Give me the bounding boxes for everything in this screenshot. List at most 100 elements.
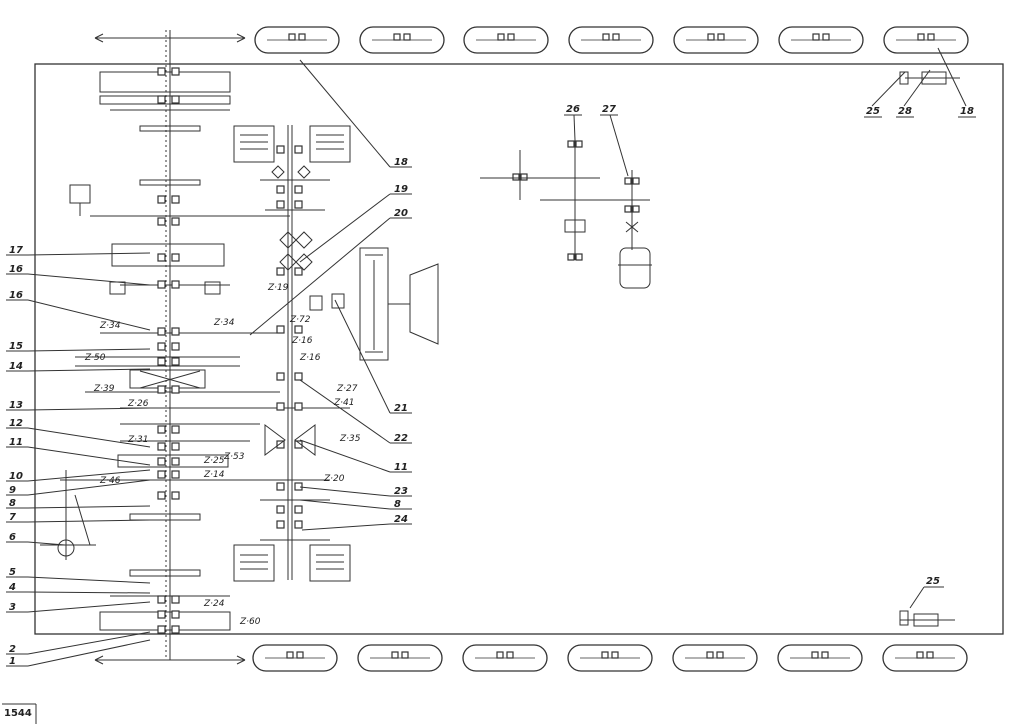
gear-teeth-label-19: Z·19 bbox=[267, 283, 289, 293]
gear-teeth-label-8: Z·35 bbox=[339, 434, 361, 444]
gear-teeth-label-3: Z·46 bbox=[99, 476, 121, 486]
sec-gear-3-b bbox=[294, 200, 303, 209]
top-roller-7 bbox=[883, 26, 969, 54]
callout-6: 6 bbox=[9, 532, 16, 543]
gear-teeth-label-4: Z·25 bbox=[203, 456, 225, 466]
top-right-mechanism bbox=[899, 71, 960, 85]
callout-12: 12 bbox=[9, 418, 23, 429]
callout-5: 5 bbox=[9, 567, 16, 578]
sec-gear-2-a bbox=[276, 185, 285, 194]
gear-15-a bbox=[157, 491, 166, 500]
gear-17-b bbox=[171, 610, 180, 619]
callout-10: 10 bbox=[9, 471, 23, 482]
callout-2: 2 bbox=[9, 644, 16, 655]
left-lever-linkage bbox=[40, 184, 96, 560]
gear-teeth-label-12: Z·27 bbox=[336, 384, 358, 394]
gear-18-a bbox=[157, 625, 166, 634]
bottom-roller-1 bbox=[252, 644, 338, 672]
gear-3-b bbox=[171, 195, 180, 204]
gear-6-a bbox=[157, 280, 166, 289]
mid-gear-3-a bbox=[624, 205, 632, 213]
sec-gear-10-a bbox=[276, 505, 285, 514]
lower-clutch-assembly bbox=[233, 499, 351, 582]
gear-teeth-label-16: Z·34 bbox=[213, 318, 235, 328]
callout-labels: 1234567891011121314151616171819202122112… bbox=[8, 104, 974, 667]
callout-14: 14 bbox=[9, 361, 23, 372]
gear-12-b bbox=[171, 442, 180, 451]
gear-teeth-label-14: Z·16 bbox=[299, 353, 321, 363]
callout-leaders bbox=[6, 47, 976, 667]
top-roller-2 bbox=[359, 26, 445, 54]
gear-13-b bbox=[171, 457, 180, 466]
callout-4: 4 bbox=[8, 582, 16, 593]
gear-teeth-label-7: Z·31 bbox=[127, 435, 148, 445]
sec-gear-4-a bbox=[276, 267, 285, 276]
callout-11-right: 11 bbox=[394, 462, 408, 473]
bottom-roller-3 bbox=[462, 644, 548, 672]
gear-14-b bbox=[171, 470, 180, 479]
gear-8-a bbox=[157, 342, 166, 351]
gear-7-a bbox=[157, 327, 166, 336]
gear-teeth-label-5: Z·14 bbox=[203, 470, 225, 480]
callout-8: 8 bbox=[9, 498, 16, 509]
gear-11-a bbox=[157, 425, 166, 434]
gear-14-a bbox=[157, 470, 166, 479]
callout-21: 21 bbox=[394, 403, 408, 414]
callout-17: 17 bbox=[9, 245, 23, 256]
mid-gear-2-a bbox=[624, 177, 632, 185]
callout-11: 11 bbox=[9, 437, 23, 448]
sec-gear-1-a bbox=[276, 145, 285, 154]
gear-5-b bbox=[171, 253, 180, 262]
sec-gear-5-b bbox=[294, 325, 303, 334]
mid-gear-1-a bbox=[567, 140, 575, 148]
top-roller-row bbox=[254, 26, 969, 54]
gear-13-a bbox=[157, 457, 166, 466]
callout-23: 23 bbox=[394, 486, 408, 497]
top-roller-1 bbox=[254, 26, 340, 54]
main-shaft bbox=[165, 30, 171, 660]
gear-teeth-label-17: Z·16 bbox=[291, 336, 313, 346]
secondary-shaft bbox=[287, 125, 293, 580]
sec-gear-11-b bbox=[294, 520, 303, 529]
gear-11-b bbox=[171, 425, 180, 434]
gear-9-b bbox=[171, 357, 180, 366]
gear-teeth-label-18: Z·72 bbox=[289, 315, 311, 325]
gear-3-a bbox=[157, 195, 166, 204]
mid-gear-1-b bbox=[575, 140, 583, 148]
gear-4-b bbox=[171, 217, 180, 226]
mid-gear-5-a bbox=[512, 173, 520, 181]
callout-9: 9 bbox=[9, 485, 16, 496]
sec-gear-5-a bbox=[276, 325, 285, 334]
mid-gear-4-a bbox=[567, 253, 575, 261]
callout-3: 3 bbox=[9, 602, 16, 613]
bottom-right-mechanism bbox=[899, 610, 955, 627]
gear-1-b bbox=[171, 67, 180, 76]
callout-22: 22 bbox=[394, 433, 408, 444]
gear-10-b bbox=[171, 385, 180, 394]
gear-17-a bbox=[157, 610, 166, 619]
mid-gear-5-b bbox=[520, 173, 528, 181]
callout-16a: 16 bbox=[9, 290, 23, 301]
upper-clutch-assembly bbox=[233, 125, 351, 211]
gear-teeth-label-10: Z·41 bbox=[333, 398, 354, 408]
bottom-roller-4 bbox=[567, 644, 653, 672]
gear-7-b bbox=[171, 327, 180, 336]
top-roller-5 bbox=[673, 26, 759, 54]
gear-teeth-label-15: Z·34 bbox=[99, 321, 121, 331]
gear-16-b bbox=[171, 595, 180, 604]
gear-teeth-label-9: Z·26 bbox=[127, 399, 149, 409]
gear-2-a bbox=[157, 95, 166, 104]
gear-5-a bbox=[157, 253, 166, 262]
main-shaft-elements bbox=[60, 71, 350, 631]
gear-9-a bbox=[157, 357, 166, 366]
bottom-roller-5 bbox=[672, 644, 758, 672]
callout-25-top: 25 bbox=[866, 106, 880, 117]
gear-6-b bbox=[171, 280, 180, 289]
gear-teeth-label-2: Z·24 bbox=[203, 599, 225, 609]
gear-15-b bbox=[171, 491, 180, 500]
callout-24: 24 bbox=[394, 514, 408, 525]
sec-gear-1-b bbox=[294, 145, 303, 154]
callout-1: 1 bbox=[9, 656, 16, 667]
